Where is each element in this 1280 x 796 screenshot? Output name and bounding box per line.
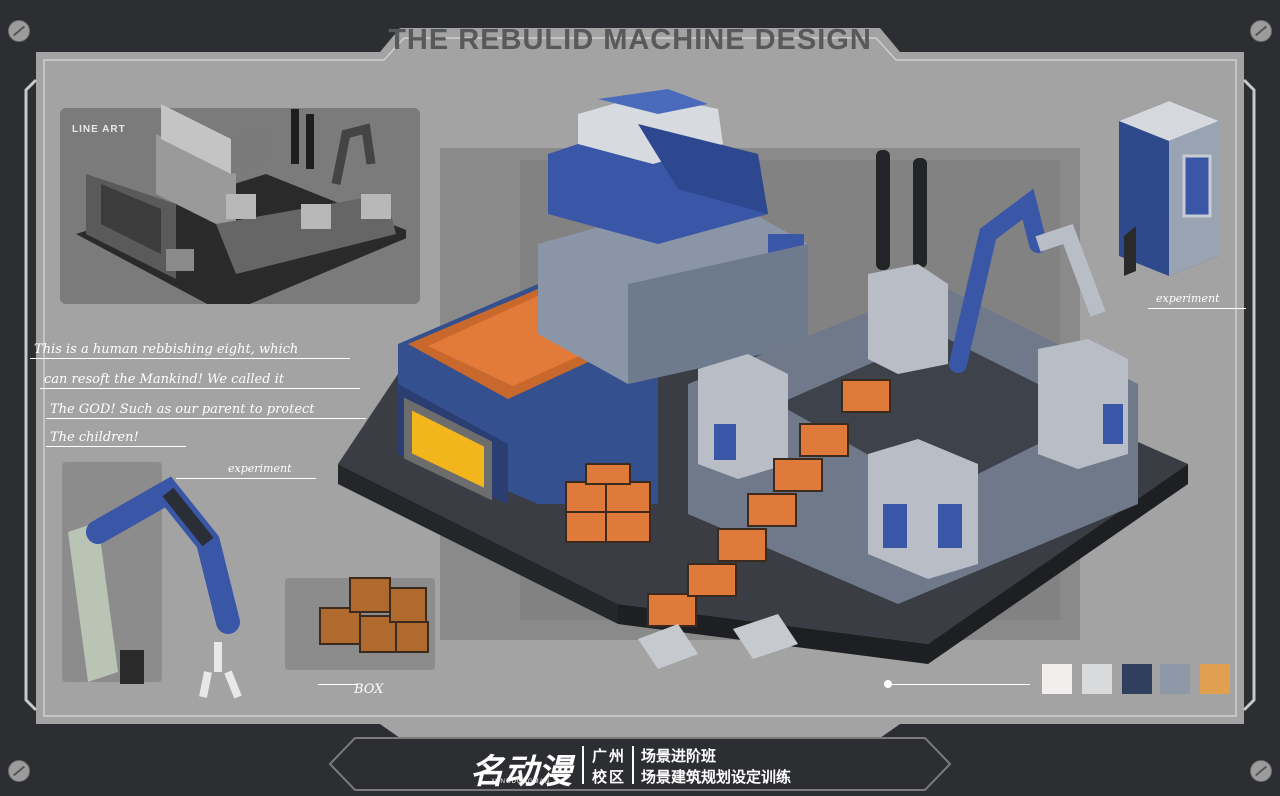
footer-divider <box>632 746 634 784</box>
palette-pointer-dot <box>884 680 892 688</box>
label-underline <box>318 684 358 685</box>
note-line-1: This is a human rebbishing eight, which <box>34 342 299 357</box>
color-swatch-4 <box>1160 664 1190 694</box>
note-underline <box>30 358 350 359</box>
footer-divider <box>582 746 584 784</box>
note-line-2: can resoft the Mankind! We called it <box>44 372 285 387</box>
screw-icon <box>1250 760 1272 782</box>
experiment-label-mid: experiment <box>228 462 292 475</box>
course-line-1: 场景进阶班 <box>641 747 717 765</box>
box-illustration <box>319 577 429 653</box>
note-underline <box>46 418 366 419</box>
campus-line-1: 广州 <box>592 747 627 765</box>
label-underline <box>1148 308 1246 309</box>
note-line-4: The children! <box>50 430 139 445</box>
main-building-illustration <box>338 89 1188 669</box>
line-art-illustration <box>76 104 406 304</box>
robot-arm-illustration <box>68 476 242 699</box>
palette-pointer-line <box>890 684 1030 685</box>
screw-icon <box>1250 20 1272 42</box>
brand-logo-subtitle: MINGDONGMAN <box>492 779 550 785</box>
note-underline <box>46 446 186 447</box>
page-title: THE REBULID MACHINE DESIGN <box>388 24 872 56</box>
color-swatch-3 <box>1122 664 1152 694</box>
cabinet-illustration <box>1119 101 1219 276</box>
course-line-2: 场景建筑规划设定训练 <box>641 768 792 786</box>
box-label: BOX <box>354 682 384 697</box>
color-swatch-2 <box>1082 664 1112 694</box>
brand-logo: 名动漫 <box>470 752 572 792</box>
note-underline <box>40 388 360 389</box>
note-line-3: The GOD! Such as our parent to protect <box>50 402 315 417</box>
campus-line-2: 校区 <box>592 768 627 786</box>
screw-icon <box>8 760 30 782</box>
line-art-label: LINE ART <box>72 124 126 135</box>
experiment-label-top: experiment <box>1156 292 1220 305</box>
label-underline <box>176 478 316 479</box>
screw-icon <box>8 20 30 42</box>
color-swatch-5 <box>1200 664 1230 694</box>
color-swatch-1 <box>1042 664 1072 694</box>
